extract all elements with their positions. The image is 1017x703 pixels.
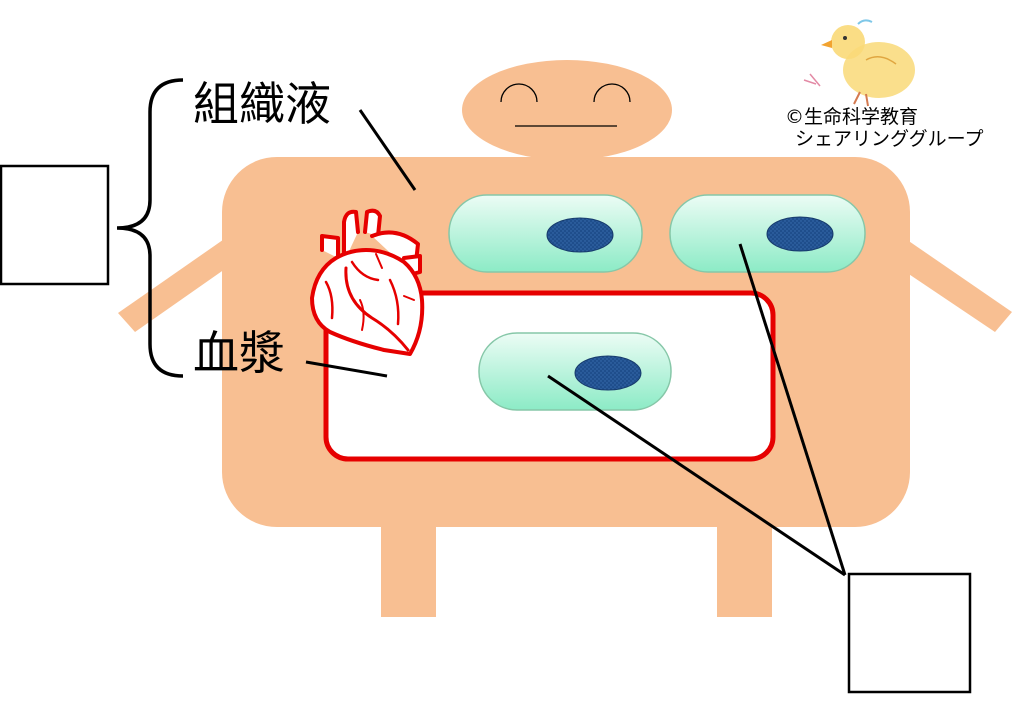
nucleus [766, 216, 834, 252]
head [462, 60, 672, 160]
left-eye [500, 83, 538, 103]
grouping-brace [116, 78, 184, 378]
plasma-label: 血漿 [193, 326, 285, 380]
nucleus [574, 355, 642, 391]
blood-cell [478, 332, 672, 411]
left-answer-box[interactable] [0, 164, 110, 286]
tissue-fluid-pointer [358, 109, 417, 191]
tissue-cell-right [669, 194, 866, 273]
cell-pointer-right [738, 243, 847, 576]
tissue-cell-left [448, 194, 643, 273]
chick-icon [803, 19, 915, 107]
plasma-pointer [305, 360, 388, 378]
tissue-fluid-label: 組織液 [193, 77, 331, 131]
bottom-right-answer-box[interactable] [847, 572, 972, 694]
right-eye [593, 83, 631, 103]
leader-lines [305, 109, 847, 577]
copyright-line-2: シェアリンググループ [795, 128, 983, 150]
right-arm [885, 235, 1012, 332]
cell-pointer-blood [547, 374, 846, 577]
nucleus [546, 217, 614, 253]
heart-icon [310, 208, 425, 356]
copyright-line-1: ©生命科学教育 [785, 106, 918, 128]
face [500, 83, 631, 127]
